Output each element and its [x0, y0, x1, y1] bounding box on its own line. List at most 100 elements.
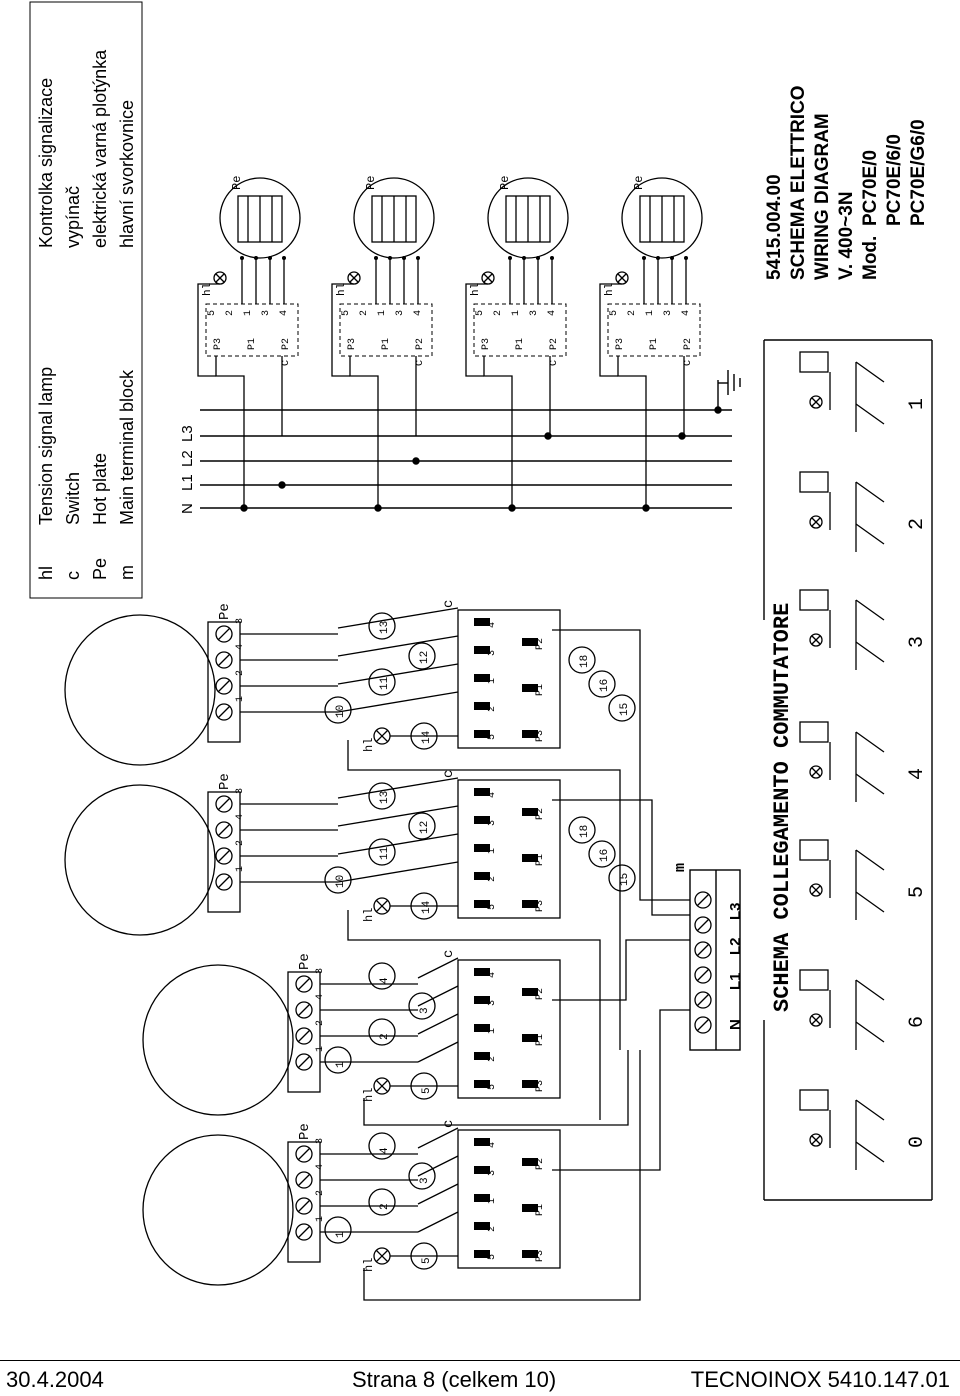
switch-pin-label: 4 [681, 310, 692, 316]
wire-number-balloon [368, 668, 396, 696]
legend-cz-c: vypínač [63, 186, 83, 248]
switch-p-pin [522, 1034, 538, 1042]
switch-terminal-number: 4 [487, 972, 498, 978]
plate-terminal-number: 3 [235, 618, 246, 624]
plate-terminal-slot [217, 797, 231, 811]
plate-wire-node [416, 256, 420, 260]
switch-terminal-pin [474, 968, 490, 976]
legend-en-m: Main terminal block [117, 369, 137, 525]
hot-plate-symbol [353, 177, 435, 259]
main-terminal-label-l2: L2 [727, 937, 744, 955]
lamp-cross [375, 729, 389, 743]
switch-label: c [441, 600, 457, 608]
wire-number: 2 [379, 1203, 391, 1210]
switch-terminal-pin [474, 1138, 490, 1146]
plate-wire-node [536, 256, 540, 260]
wire-number-balloon [608, 694, 636, 722]
switch-p-number: P1 [535, 684, 546, 696]
title-line1: SCHEMA ELETTRICO [788, 85, 809, 280]
commutator-position-number: 4 [906, 768, 929, 780]
switch-p-number: P1 [535, 854, 546, 866]
plate-terminal-slot [297, 1029, 311, 1043]
switch-p-label: P2 [549, 338, 560, 350]
wire-number: 12 [419, 821, 431, 834]
switch-terminal-number: 2 [487, 876, 498, 882]
position-contact [855, 773, 885, 795]
plate-switch-wire [417, 1013, 459, 1035]
switch-p-number: P2 [535, 638, 546, 650]
switch-p-pin [522, 1204, 538, 1212]
switch-c-label: C [549, 360, 560, 366]
plate-terminal-number: 1 [235, 866, 246, 872]
position-contact [855, 1141, 885, 1163]
switch-c-label: C [415, 360, 426, 366]
switch-box [205, 303, 299, 357]
plate-terminal-slot [297, 1003, 311, 1017]
plate-switch-wire [337, 607, 459, 629]
position-resistor [799, 589, 829, 611]
position-contact [855, 403, 885, 425]
hot-plate [64, 614, 216, 766]
plate-wire-node [670, 256, 674, 260]
switch-terminal-number: 1 [487, 1028, 498, 1034]
harness-wire [552, 799, 690, 916]
switch-terminal-pin [474, 730, 490, 738]
switch-terminal-pin [474, 702, 490, 710]
switch-p-pin [522, 988, 538, 996]
plate-switch-wire [337, 663, 459, 685]
position-lamp-cross [811, 397, 821, 407]
junction-dot [714, 406, 722, 414]
switch-p-number: P2 [535, 988, 546, 1000]
terminal-screw [694, 966, 712, 984]
switch-terminal-number: 3 [487, 650, 498, 656]
plate-terminal-slot [297, 1173, 311, 1187]
hot-plate-symbol [621, 177, 703, 259]
switch-pin-label: 3 [395, 310, 406, 316]
switch-block [457, 609, 561, 749]
plate-label: Pe [230, 176, 244, 190]
harness-wire [363, 1050, 641, 1301]
unit-wire-n [349, 356, 379, 508]
switch-pin-label: 1 [377, 310, 388, 316]
legend-code-pe: Pe [90, 558, 110, 580]
plate-terminal-block [207, 621, 241, 743]
switch-terminal-pin [474, 1250, 490, 1258]
switch-pin-label: 5 [207, 310, 218, 316]
plate-label: Pe [498, 176, 512, 190]
plate-terminal-number: 4 [235, 644, 246, 650]
switch-terminal-pin [474, 816, 490, 824]
plate-terminal-screw [215, 651, 233, 669]
title-block: 5415.004.00 SCHEMA ELETTRICO WIRING DIAG… [764, 85, 929, 280]
wire-number: 18 [579, 825, 591, 838]
position-lamp-symbol [809, 765, 823, 779]
wire-number-balloon [588, 840, 616, 868]
plate-terminal-screw [215, 795, 233, 813]
main-terminal-block [689, 869, 741, 1051]
switch-terminal-number: 2 [487, 1226, 498, 1232]
legend-cz-hl: Kontrolka signalizace [36, 78, 56, 248]
wire-number: 3 [419, 1177, 431, 1184]
commutator-position-number: 0 [906, 1136, 929, 1148]
switch-p-pin [522, 684, 538, 692]
plate-terminal-number: 1 [315, 1046, 326, 1052]
legend-en-c: Switch [63, 472, 83, 525]
switch-p-number: P3 [535, 900, 546, 912]
title-model-0: PC70E/0 [860, 150, 881, 226]
plate-wire-node [240, 256, 244, 260]
position-contact [855, 361, 885, 383]
switch-c-label: C [683, 360, 694, 366]
switch-pin-label: 5 [341, 310, 352, 316]
switch-terminal-pin [474, 646, 490, 654]
switch-p-label: P3 [213, 338, 224, 350]
plate-label: Pe [217, 773, 233, 790]
switch-block [457, 1129, 561, 1269]
position-contact [855, 731, 885, 753]
wire-number: 5 [421, 1087, 433, 1094]
wire-number-balloon [368, 838, 396, 866]
wire-number-balloon [408, 1162, 436, 1190]
wire-number: 18 [579, 655, 591, 668]
plate-switch-wire [337, 805, 459, 827]
